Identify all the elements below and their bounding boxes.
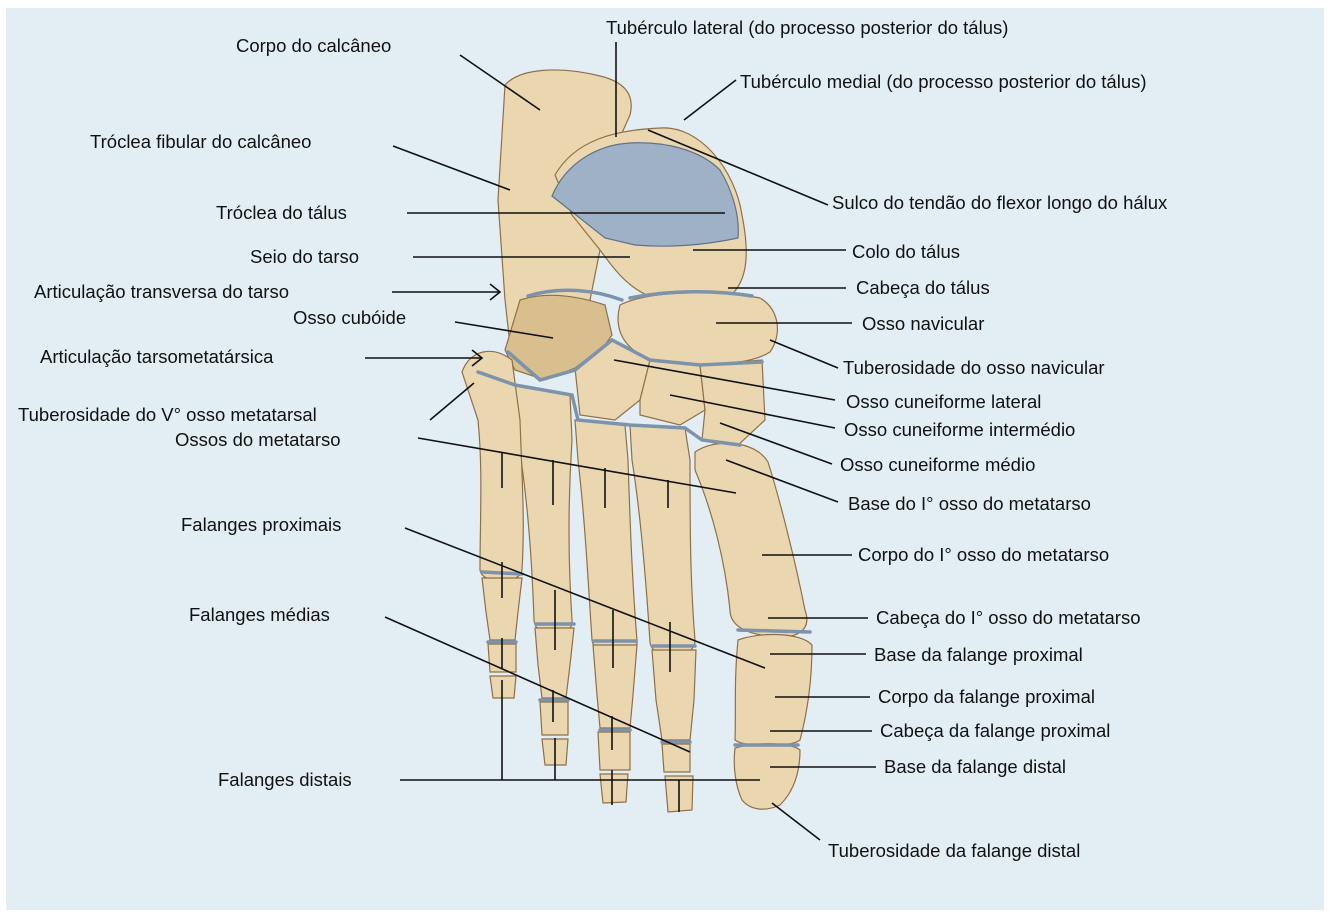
label-cuneiforme-medio: Osso cuneiforme médio: [840, 454, 1035, 475]
label-cuneiforme-lateral: Osso cuneiforme lateral: [846, 391, 1041, 412]
intermediate-cuneiform-bone: [640, 360, 705, 425]
label-osso-cuboide: Osso cubóide: [293, 307, 406, 328]
label-sulco-tendao: Sulco do tendão do flexor longo do hálux: [832, 192, 1168, 213]
label-base-i-metatarso: Base do I° osso do metatarso: [848, 493, 1091, 514]
toe2-middle-phalanx-bone: [662, 744, 690, 772]
label-base-falange-proximal: Base da falange proximal: [874, 644, 1083, 665]
foot-bones: [462, 70, 812, 812]
label-corpo-calcaneo: Corpo do calcâneo: [236, 35, 391, 56]
label-art-tarsometatarsica: Articulação tarsometatársica: [40, 346, 274, 367]
label-cabeca-talus: Cabeça do tálus: [856, 277, 990, 298]
label-troclea-talus: Tróclea do tálus: [216, 202, 347, 223]
hallux-distal-phalanx-bone: [734, 744, 800, 809]
label-falanges-medias: Falanges médias: [189, 604, 330, 625]
toe2-proximal-phalanx-bone: [652, 650, 696, 740]
metatarsal-2-bone: [630, 425, 695, 656]
label-seio-tarso: Seio do tarso: [250, 246, 359, 267]
label-tuberculo-medial: Tubérculo medial (do processo posterior …: [740, 71, 1147, 92]
toe3-middle-phalanx-bone: [598, 732, 630, 770]
metatarsal-1-bone: [695, 443, 807, 637]
label-falanges-proximais: Falanges proximais: [181, 514, 341, 535]
toe3-proximal-phalanx-bone: [593, 645, 637, 728]
label-cabeca-i-metatarso: Cabeça do I° osso do metatarso: [876, 607, 1141, 628]
hallux-proximal-phalanx-bone: [735, 635, 812, 746]
toe4-middle-phalanx-bone: [540, 702, 568, 735]
toe3-distal-phalanx-bone: [600, 774, 628, 803]
metatarsal-3-bone: [575, 420, 637, 655]
label-tuberosidade-v: Tuberosidade do V° osso metatarsal: [18, 404, 317, 425]
label-ossos-metatarso: Ossos do metatarso: [175, 429, 341, 450]
label-art-transversa: Articulação transversa do tarso: [34, 281, 289, 302]
label-tuberosidade-navicular: Tuberosidade do osso navicular: [843, 357, 1105, 378]
label-tuberosidade-falange-distal: Tuberosidade da falange distal: [828, 840, 1080, 861]
label-base-falange-distal: Base da falange distal: [884, 756, 1066, 777]
label-cuneiforme-intermedio: Osso cuneiforme intermédio: [844, 419, 1075, 440]
medial-cuneiform-bone: [700, 360, 765, 448]
label-tuberculo-lateral: Tubérculo lateral (do processo posterior…: [606, 17, 1008, 38]
label-troclea-fibular: Tróclea fibular do calcâneo: [90, 131, 311, 152]
label-osso-navicular: Osso navicular: [862, 313, 984, 334]
label-cabeca-falange-proximal: Cabeça da falange proximal: [880, 720, 1110, 741]
label-corpo-falange-proximal: Corpo da falange proximal: [878, 686, 1095, 707]
label-falanges-distais: Falanges distais: [218, 769, 352, 790]
label-colo-talus: Colo do tálus: [852, 241, 960, 262]
toe5-distal-phalanx-bone: [490, 676, 516, 698]
label-corpo-i-metatarso: Corpo do I° osso do metatarso: [858, 544, 1109, 565]
